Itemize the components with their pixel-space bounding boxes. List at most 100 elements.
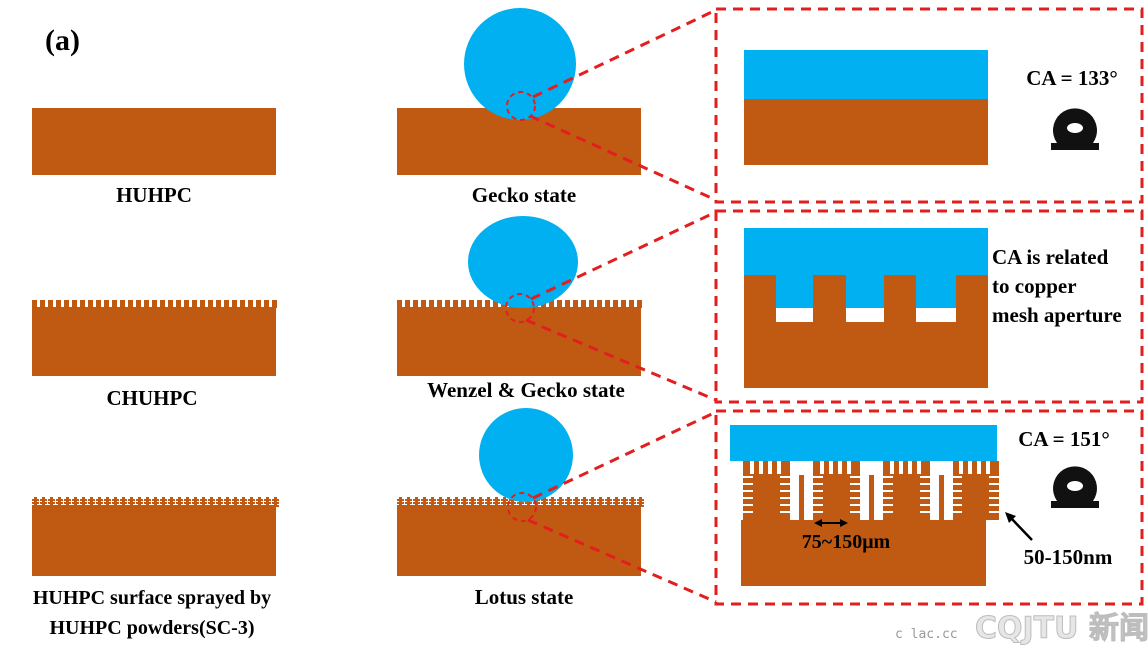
surface-tooth [397, 300, 402, 308]
powder-particle [264, 505, 271, 507]
zoom-connector-line [529, 114, 717, 202]
surface-tooth [589, 300, 594, 308]
powder-particle [637, 505, 644, 507]
powder-particle [429, 505, 436, 507]
powder-particle [234, 497, 237, 506]
nano-slit [813, 497, 823, 499]
gap-post [939, 475, 944, 520]
nano-scale-label: 50-150nm [1024, 545, 1113, 569]
powder-particle [469, 499, 476, 501]
nano-slit [813, 476, 823, 478]
nano-slit [860, 476, 869, 478]
powder-particle [74, 497, 77, 506]
powder-particle [176, 502, 183, 504]
nano-slit [989, 504, 999, 506]
surface-tooth [64, 300, 69, 308]
nano-slit [790, 497, 799, 499]
surface-tooth [224, 300, 229, 308]
powder-particle [64, 502, 71, 504]
powder-particle [517, 505, 524, 507]
nano-slit [813, 490, 823, 492]
micro-scale-label: 75~150μm [802, 531, 891, 553]
powder-particle [567, 497, 570, 506]
substrate-base [744, 322, 988, 388]
detail2-line3: mesh aperture [992, 303, 1122, 327]
water-droplet-gecko [464, 8, 576, 120]
powder-particle [130, 497, 133, 506]
powder-particle [160, 505, 167, 507]
powder-particle [168, 499, 175, 501]
nano-slit [930, 504, 939, 506]
powder-particle [437, 502, 444, 504]
nano-slit [813, 511, 823, 513]
powder-particle [202, 497, 205, 506]
powder-particle [104, 502, 111, 504]
powder-particle [589, 499, 596, 501]
nano-slit [847, 461, 851, 474]
powder-particle [64, 505, 71, 507]
substrate-pillar [884, 275, 916, 322]
powder-particle [575, 497, 578, 506]
powder-particle [264, 502, 271, 504]
nano-slit [838, 461, 842, 474]
powder-particle [631, 497, 634, 506]
powder-particle [557, 502, 564, 504]
powder-particle [447, 497, 450, 506]
powder-particle [176, 505, 183, 507]
powder-particle [437, 505, 444, 507]
nano-slit [883, 476, 893, 478]
powder-particle [573, 505, 580, 507]
powder-particle [541, 502, 548, 504]
nano-slit [883, 504, 893, 506]
powder-particle [597, 505, 604, 507]
nano-slit [777, 461, 781, 474]
powder-particle [216, 502, 223, 504]
powder-particle [162, 497, 165, 506]
powder-particle [461, 505, 468, 507]
powder-particle [250, 497, 253, 506]
nano-slit [768, 461, 772, 474]
powder-particle [573, 502, 580, 504]
powder-particle [112, 505, 119, 507]
powder-particle [192, 502, 199, 504]
label-huhpc: HUHPC [116, 183, 192, 207]
substrate-pillar [956, 275, 988, 322]
nano-slit [920, 511, 930, 513]
surface-tooth [485, 300, 490, 308]
air-gap [776, 308, 813, 322]
nano-slit [850, 483, 860, 485]
label-lotus: Lotus state [475, 585, 574, 609]
powder-particle [224, 499, 231, 501]
powder-particle [405, 502, 412, 504]
nano-slit [743, 476, 753, 478]
surface-tooth [613, 300, 618, 308]
substrate-huhpc [32, 108, 276, 175]
nano-slit [790, 476, 799, 478]
nano-slit [920, 497, 930, 499]
powder-particle [240, 502, 247, 504]
powder-particle [128, 499, 135, 501]
surface-tooth [413, 300, 418, 308]
substrate-base [741, 520, 986, 586]
powder-particle [82, 497, 85, 506]
surface-tooth [581, 300, 586, 308]
powder-particle [637, 499, 644, 501]
surface-tooth [232, 300, 237, 308]
nano-slit [952, 476, 962, 478]
nano-slit [930, 497, 939, 499]
powder-particle [615, 497, 618, 506]
nano-slit [780, 483, 790, 485]
powder-particle [184, 499, 191, 501]
surface-tooth [549, 300, 554, 308]
surface-tooth [461, 300, 466, 308]
substrate-chuhpc [32, 307, 276, 376]
powder-particle [405, 499, 412, 501]
nano-slit [743, 497, 753, 499]
powder-particle [96, 505, 103, 507]
powder-particle [455, 497, 458, 506]
powder-particle [40, 499, 47, 501]
surface-tooth [136, 300, 141, 308]
powder-particle [216, 499, 223, 501]
surface-tooth [184, 300, 189, 308]
substrate-sc3 [32, 505, 276, 576]
